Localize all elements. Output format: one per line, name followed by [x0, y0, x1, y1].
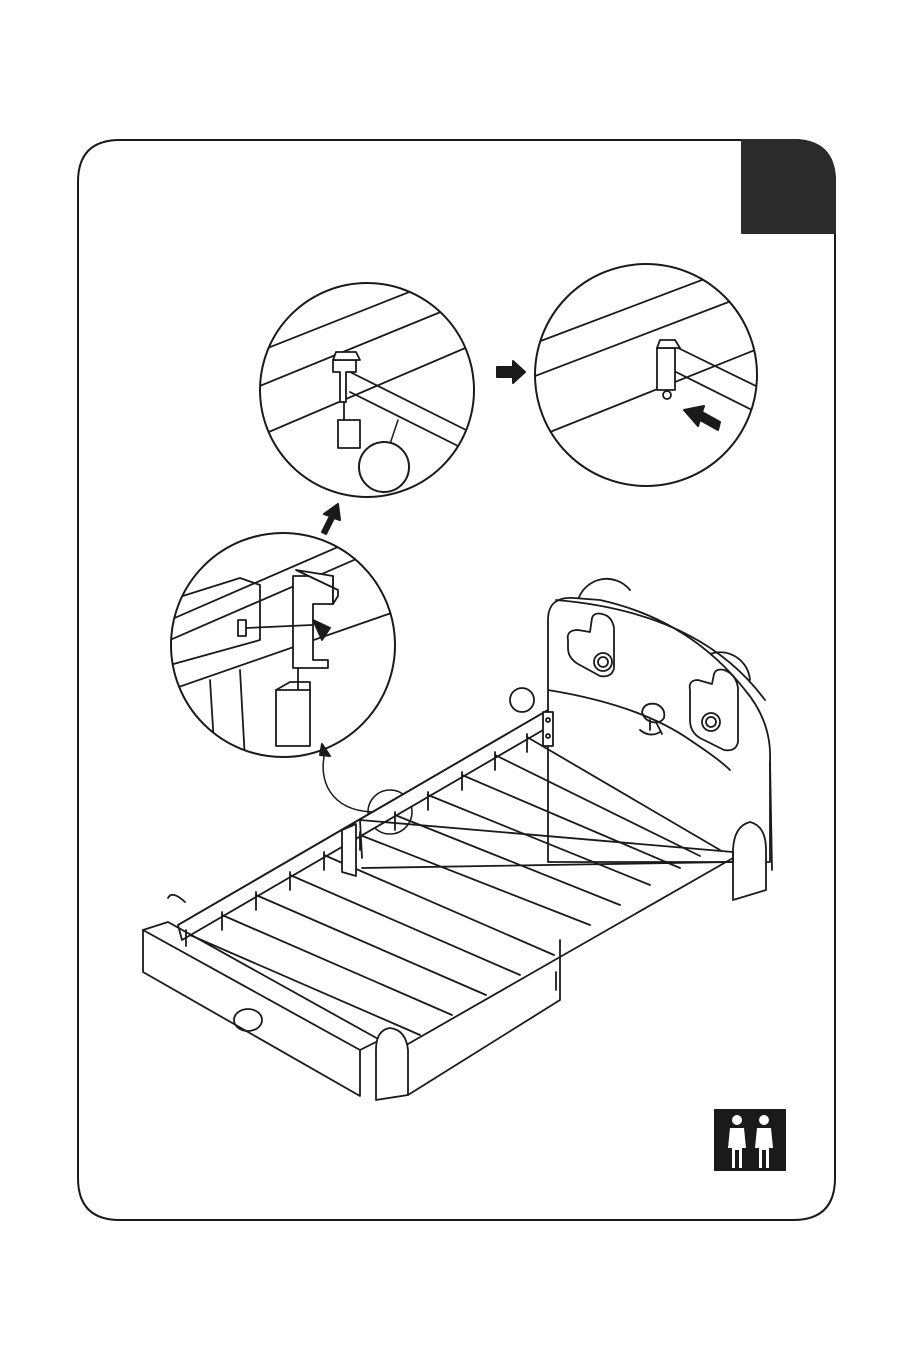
bed-frame-drawing: [143, 579, 772, 1100]
two-person-assembly-icon: [714, 1109, 786, 1171]
detail-circle-slat-locked: [530, 258, 760, 486]
pointer-arrowhead-icon: [320, 744, 330, 756]
arrow-up-icon: [322, 504, 340, 534]
part-callout-circle: [359, 442, 409, 492]
step-badge: [742, 140, 835, 233]
detail-pointer-curve: [323, 752, 372, 812]
detail-circle-hook-engage: [250, 268, 474, 497]
arrow-push-icon: [684, 406, 720, 430]
detail-circle-slat-hanger: [170, 520, 400, 760]
arrow-right-icon: [497, 361, 525, 383]
